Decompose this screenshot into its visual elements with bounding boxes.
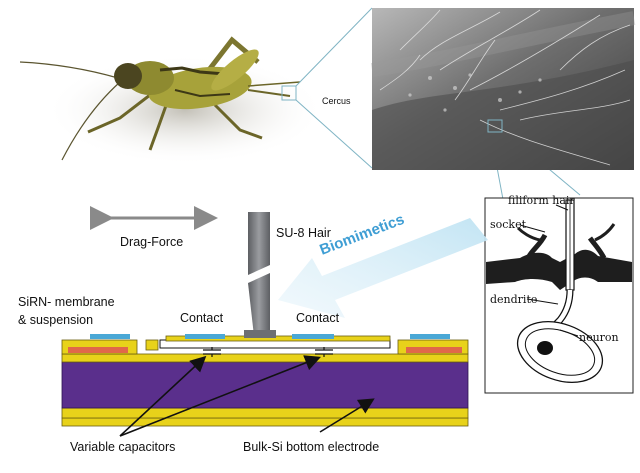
hair-neuron-schematic xyxy=(484,197,634,394)
neuron-label: neuron xyxy=(579,331,619,344)
drag-force-label: Drag-Force xyxy=(120,235,183,249)
cercus-callout-box xyxy=(281,85,297,101)
socket-label: socket xyxy=(490,218,527,231)
bottom-electrode-label: Bulk-Si bottom electrode xyxy=(243,440,379,454)
contact-right-label: Contact xyxy=(296,311,340,325)
capacitor-arrow-right xyxy=(119,355,321,437)
filiform-hair-label: filiform hair xyxy=(508,194,575,207)
sem-image-panel xyxy=(370,8,636,170)
electrode-arrow xyxy=(319,398,375,433)
mems-cross-section xyxy=(61,212,469,427)
membrane-label-line2: & suspension xyxy=(18,313,93,327)
su8-hair-label: SU-8 Hair xyxy=(276,226,331,240)
contact-left-label: Contact xyxy=(180,311,224,325)
biomimetics-arrow xyxy=(278,218,488,318)
variable-capacitors-label: Variable capacitors xyxy=(70,440,175,454)
cercus-label: Cercus xyxy=(322,96,351,106)
dendrite-label: dendrite xyxy=(490,293,537,306)
capacitor-arrow-left xyxy=(119,355,207,437)
membrane-label-line1: SiRN- membrane xyxy=(18,295,115,309)
cricket-illustration xyxy=(19,36,325,165)
